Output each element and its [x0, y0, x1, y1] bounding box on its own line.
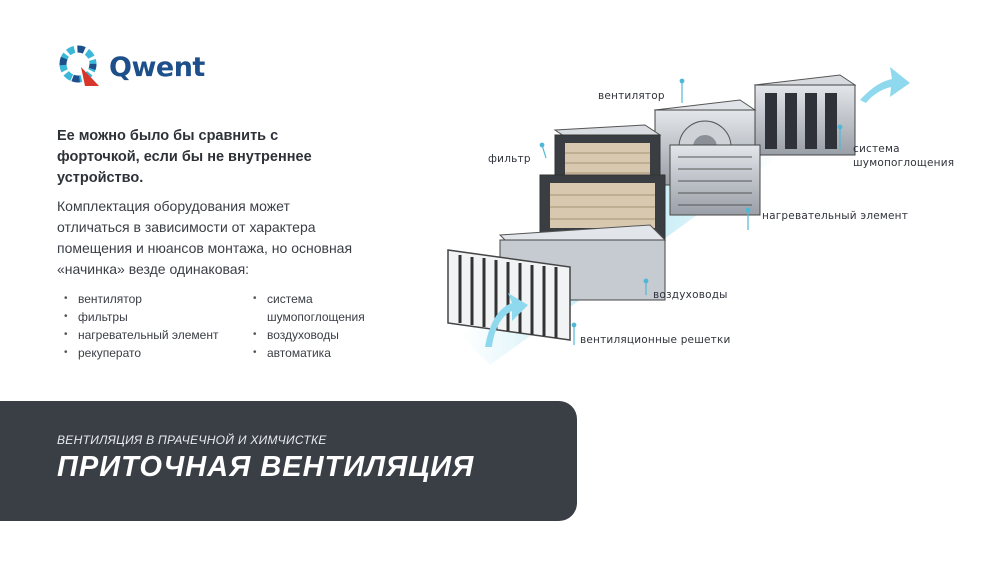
noise-absorber-box [753, 74, 857, 156]
list-item: фильтры [61, 308, 218, 326]
qwent-logo-icon [59, 45, 99, 86]
title-banner: ВЕНТИЛЯЦИЯ В ПРАЧЕЧНОЙ И ХИМЧИСТКЕ ПРИТО… [0, 401, 577, 521]
list-item: автоматика [250, 344, 390, 362]
ventilation-unit-illustration [447, 67, 910, 365]
banner-subtitle: ВЕНТИЛЯЦИЯ В ПРАЧЕЧНОЙ И ХИМЧИСТКЕ [57, 433, 327, 447]
label-fan: вентилятор [598, 90, 665, 102]
list-item: воздуховоды [250, 326, 390, 344]
ventilation-diagram: вентилятор фильтр система шумопоглощения… [420, 45, 980, 365]
components-list-right: система шумопоглощения воздуховоды автом… [250, 290, 390, 362]
label-ducts: воздуховоды [653, 289, 728, 301]
brand-name: Qwent [109, 51, 205, 83]
label-heater: нагревательный элемент [762, 210, 909, 222]
label-noise-line2: шумопоглощения [853, 157, 955, 169]
airflow-out-arrow [860, 67, 910, 103]
airflow-in-arrow [485, 293, 528, 347]
intro-paragraph: Комплектация оборудования может отличать… [57, 198, 353, 277]
brand-logo[interactable]: Qwent [55, 42, 205, 92]
label-noise-line1: система [853, 143, 900, 155]
label-grilles: вентиляционные решетки [580, 334, 731, 346]
list-item: система шумопоглощения [250, 290, 390, 326]
list-item: вентилятор [61, 290, 218, 308]
heater-box [669, 144, 761, 216]
list-item: рекуперато [61, 344, 218, 362]
label-filter: фильтр [488, 153, 531, 165]
banner-title: ПРИТОЧНАЯ ВЕНТИЛЯЦИЯ [57, 451, 475, 483]
intro-heading: Ее можно было бы сравнить с форточкой, е… [57, 128, 312, 186]
list-item: нагревательный элемент [61, 326, 218, 344]
components-list-left: вентилятор фильтры нагревательный элемен… [61, 290, 218, 362]
